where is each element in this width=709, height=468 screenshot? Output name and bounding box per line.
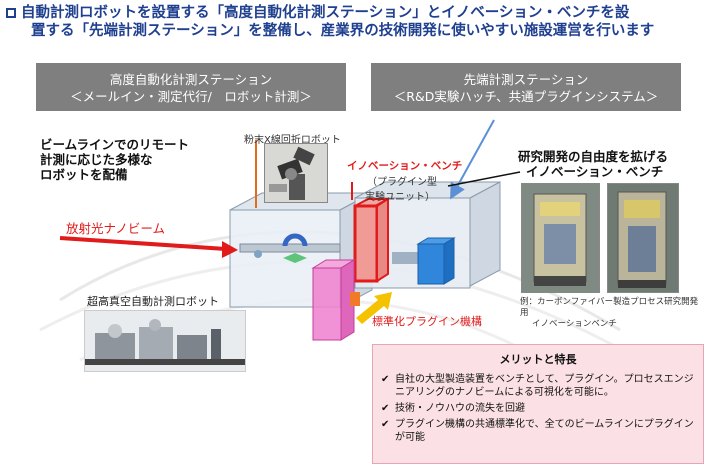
banner-left-title: 高度自動化計測ステーション [109,72,273,87]
robot-arm-icon [269,146,315,200]
powder-xrd-robot-photo [264,143,328,203]
bench-label-sub-2: 実験ユニット） [365,192,435,203]
banner-advanced-measurement-station: 先端計測ステーション ＜R&D実験ハッチ、共通プラグインシステム＞ [371,63,681,111]
merit-text: 技術・ノウハウの流失を回避 [395,403,525,414]
bench-label-title: イノベーション・ベンチ [347,160,463,172]
merits-box: メリットと特長 ✔ 自社の大型製造装置をベンチとして、プラグイン。プロセスエンジニ… [372,344,704,464]
remote-note-line-2: 計測に応じた多様な [40,152,153,167]
remote-measurement-note: ビームラインでのリモート 計測に応じた多様な ロボットを配備 [40,137,220,182]
example-caption-line-1: 例：カーボンファイバー製造プロセス研究開発用 [520,297,699,318]
merit-text: 自社の大型製造装置をベンチとして、プラグイン。プロセスエンジニアリングのナノビー… [395,374,694,398]
innovation-bench-label: イノベーション・ベンチ （プラグイン型 実験ユニット） [347,158,477,203]
freedom-label: 研究開発の自由度を拡げる イノベーション・ベンチ [518,149,698,179]
vacuum-robot-label: 超高真空自動計測ロボット [87,295,219,308]
example-caption-line-2: イノベーションベンチ [532,319,617,329]
orange-plug-block [350,292,360,306]
bench-machine-icon [522,184,599,292]
banner-right-title: 先端計測ステーション [463,72,589,87]
banner-left-subtitle: ＜メールイン・測定代行/ ロボット計測＞ [70,89,312,104]
remote-note-line-1: ビームラインでのリモート [40,137,190,152]
nanobeam-label: 放射光ナノビーム [66,221,166,236]
freedom-label-line-2: イノベーション・ベンチ [526,164,664,179]
example-caption: 例：カーボンファイバー製造プロセス研究開発用 イノベーションベンチ [520,297,705,330]
vacuum-system-icon [85,311,245,371]
plugin-arrow [356,292,392,324]
blue-measurement-unit [417,243,445,285]
banner-advanced-automation-station: 高度自動化計測ステーション ＜メールイン・測定代行/ ロボット計測＞ [36,63,346,111]
merit-text: プラグイン機構の共通標準化で、全てのビームラインにプラグインが可能 [395,419,694,443]
goniometer-ring [282,233,308,247]
remote-note-line-3: ロボットを配備 [40,167,128,182]
bench-machine-icon [608,184,678,292]
innovation-bench-unit [353,204,379,283]
bench-side [376,197,389,283]
blue-unit-side [443,237,455,285]
square-bullet-icon [6,8,16,18]
pink-unit-side [340,259,355,341]
check-icon: ✔ [381,374,390,385]
connector-tube [392,252,418,264]
merits-list: ✔ 自社の大型製造装置をベンチとして、プラグイン。プロセスエンジニアリングのナノビ… [373,373,703,444]
headline-line-2: 置する「先端計測ステーション」を整備し、産業界の技術開発に使いやすい施設運営を行… [31,23,655,39]
pink-plugin-unit [312,267,342,341]
list-item: ✔ 自社の大型製造装置をベンチとして、プラグイン。プロセスエンジニアリングのナノビ… [381,373,695,399]
beamline-pipe [239,243,341,253]
banner-right-subtitle: ＜R&D実験ハッチ、共通プラグインシステム＞ [393,89,659,104]
list-item: ✔ 技術・ノウハウの流失を回避 [381,402,695,415]
uhv-robot-photo [84,310,246,372]
headline-line-1: 自動計測ロボットを設置する「高度自動化計測ステーション」とイノベーション・ベンチ… [21,5,630,21]
freedom-label-line-1: 研究開発の自由度を拡げる [518,149,669,164]
merits-title: メリットと特長 [499,353,577,366]
beam-component [254,250,262,258]
nanobeam-line [59,236,227,251]
freedom-pointer-line [447,171,521,187]
check-icon: ✔ [381,403,390,414]
check-icon: ✔ [381,419,390,430]
sample-stage [283,253,307,263]
powder-robot-label: 粉末X線回折ロボット [244,135,341,146]
page-headline: 自動計測ロボットを設置する「高度自動化計測ステーション」とイノベーション・ベンチ… [6,4,706,40]
bench-example-photo-1 [521,183,600,293]
bench-label-sub-1: （プラグイン型 [367,177,437,188]
nanobeam-arrowhead [222,241,238,258]
bench-example-photo-2 [607,183,679,293]
plugin-mechanism-label: 標準化プラグイン機構 [372,315,482,328]
list-item: ✔ プラグイン機構の共通標準化で、全てのビームラインにプラグインが可能 [381,418,695,444]
